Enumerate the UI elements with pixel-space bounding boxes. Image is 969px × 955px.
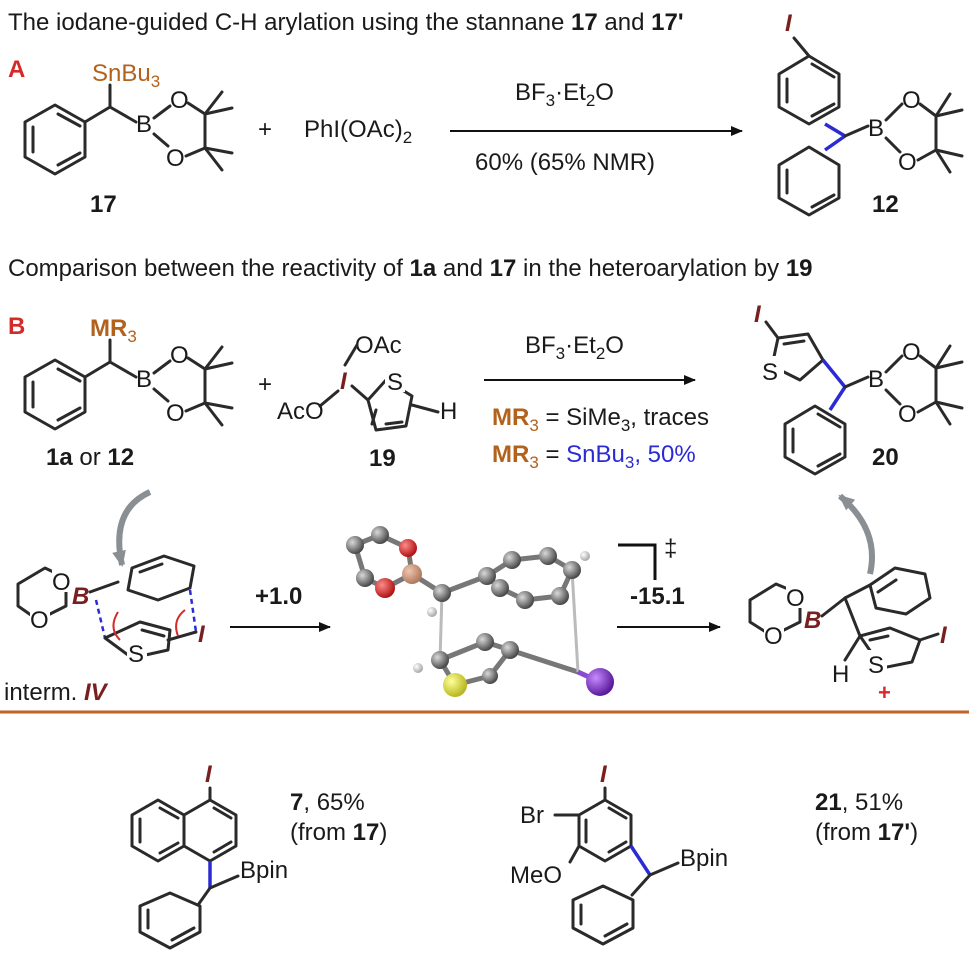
svg-text:H: H (440, 398, 457, 425)
svg-text:B: B (868, 366, 884, 393)
compound-19: OAc I AcO S H 19 (277, 332, 457, 472)
compound-12: I B O O 12 (777, 10, 964, 218)
svg-text:B: B (868, 115, 884, 142)
svg-text:O: O (902, 339, 921, 366)
svg-text:17: 17 (90, 191, 117, 218)
svg-text:1a or 12: 1a or 12 (46, 444, 134, 471)
svg-text:SnBu3: SnBu3 (92, 60, 160, 91)
svg-text:+: + (878, 680, 891, 705)
svg-text:AcO: AcO (277, 398, 324, 425)
svg-text:O: O (898, 401, 917, 428)
header-a: The iodane-guided C-H arylation using th… (8, 9, 684, 36)
condition-a-top: BF3·Et2O (515, 79, 614, 110)
svg-text:+: + (258, 116, 272, 143)
svg-text:Bpin: Bpin (680, 845, 728, 872)
curved-arrow-up (838, 493, 875, 575)
energy-plus-1: +1.0 (255, 583, 302, 610)
svg-text:I: I (940, 622, 948, 649)
svg-text:20: 20 (872, 444, 899, 471)
svg-text:S: S (128, 641, 144, 668)
svg-text:I: I (600, 761, 608, 788)
compound-21: I Br MeO Bpin 21, 51% (from 17') (510, 761, 918, 946)
svg-text:+: + (258, 371, 272, 398)
svg-text:Br: Br (520, 802, 544, 829)
label-b: B (8, 313, 25, 340)
svg-text:I: I (198, 621, 206, 648)
svg-text:MR3: MR3 (90, 315, 137, 346)
svg-text:O: O (786, 585, 805, 612)
svg-text:OAc: OAc (355, 332, 402, 359)
svg-text:Bpin: Bpin (240, 857, 288, 884)
intermediate-iv: O O B S I interm. IV (4, 554, 206, 706)
reagent-piao: PhI(OAc)2 (304, 116, 412, 147)
condition-a-bottom: 60% (65% NMR) (475, 149, 655, 176)
svg-text:(from 17): (from 17) (290, 819, 387, 846)
svg-text:B: B (136, 366, 152, 393)
cationic-intermediate: O O B S I H + (748, 566, 948, 705)
compound-17: SnBu3 B O O 17 (23, 60, 234, 218)
svg-text:7, 65%: 7, 65% (290, 789, 365, 816)
svg-text:O: O (764, 623, 783, 650)
svg-text:interm. IV: interm. IV (4, 679, 109, 706)
svg-text:O: O (170, 87, 189, 114)
label-a: A (8, 56, 25, 83)
svg-text:B: B (804, 607, 821, 634)
transition-state-3d: ‡ (346, 526, 677, 697)
svg-text:B: B (72, 583, 89, 610)
energy-minus-15: -15.1 (630, 583, 685, 610)
svg-text:O: O (902, 87, 921, 114)
condition-b-top: BF3·Et2O (525, 332, 624, 363)
header-b: Comparison between the reactivity of 1a … (8, 255, 813, 282)
svg-text:O: O (52, 569, 71, 596)
svg-text:I: I (340, 368, 348, 395)
svg-text:21, 51%: 21, 51% (815, 789, 903, 816)
svg-text:I: I (785, 10, 793, 37)
double-dagger: ‡ (664, 535, 677, 562)
svg-text:(from 17'): (from 17') (815, 819, 918, 846)
svg-text:O: O (166, 145, 185, 172)
compound-7: I Bpin 7, 65% (from 17) (130, 761, 387, 950)
svg-text:O: O (170, 342, 189, 369)
svg-text:O: O (166, 400, 185, 427)
svg-text:O: O (30, 607, 49, 634)
svg-text:19: 19 (369, 445, 396, 472)
condition-b-sime3: MR3 = SiMe3, traces (492, 404, 709, 435)
svg-text:O: O (898, 149, 917, 176)
compound-1a-or-12: MR3 B O O 1a or 12 (23, 315, 234, 471)
svg-text:I: I (205, 761, 213, 788)
svg-text:B: B (136, 111, 152, 138)
curved-arrow-down (112, 489, 152, 567)
svg-text:H: H (832, 661, 849, 688)
svg-text:S: S (868, 652, 884, 679)
condition-b-snbu3: MR3 = SnBu3, 50% (492, 441, 696, 472)
svg-text:S: S (762, 359, 778, 386)
svg-text:12: 12 (872, 191, 899, 218)
svg-text:S: S (387, 369, 403, 396)
svg-text:MeO: MeO (510, 862, 562, 889)
compound-20: I S B O O 20 (754, 301, 964, 476)
svg-text:I: I (754, 301, 762, 328)
